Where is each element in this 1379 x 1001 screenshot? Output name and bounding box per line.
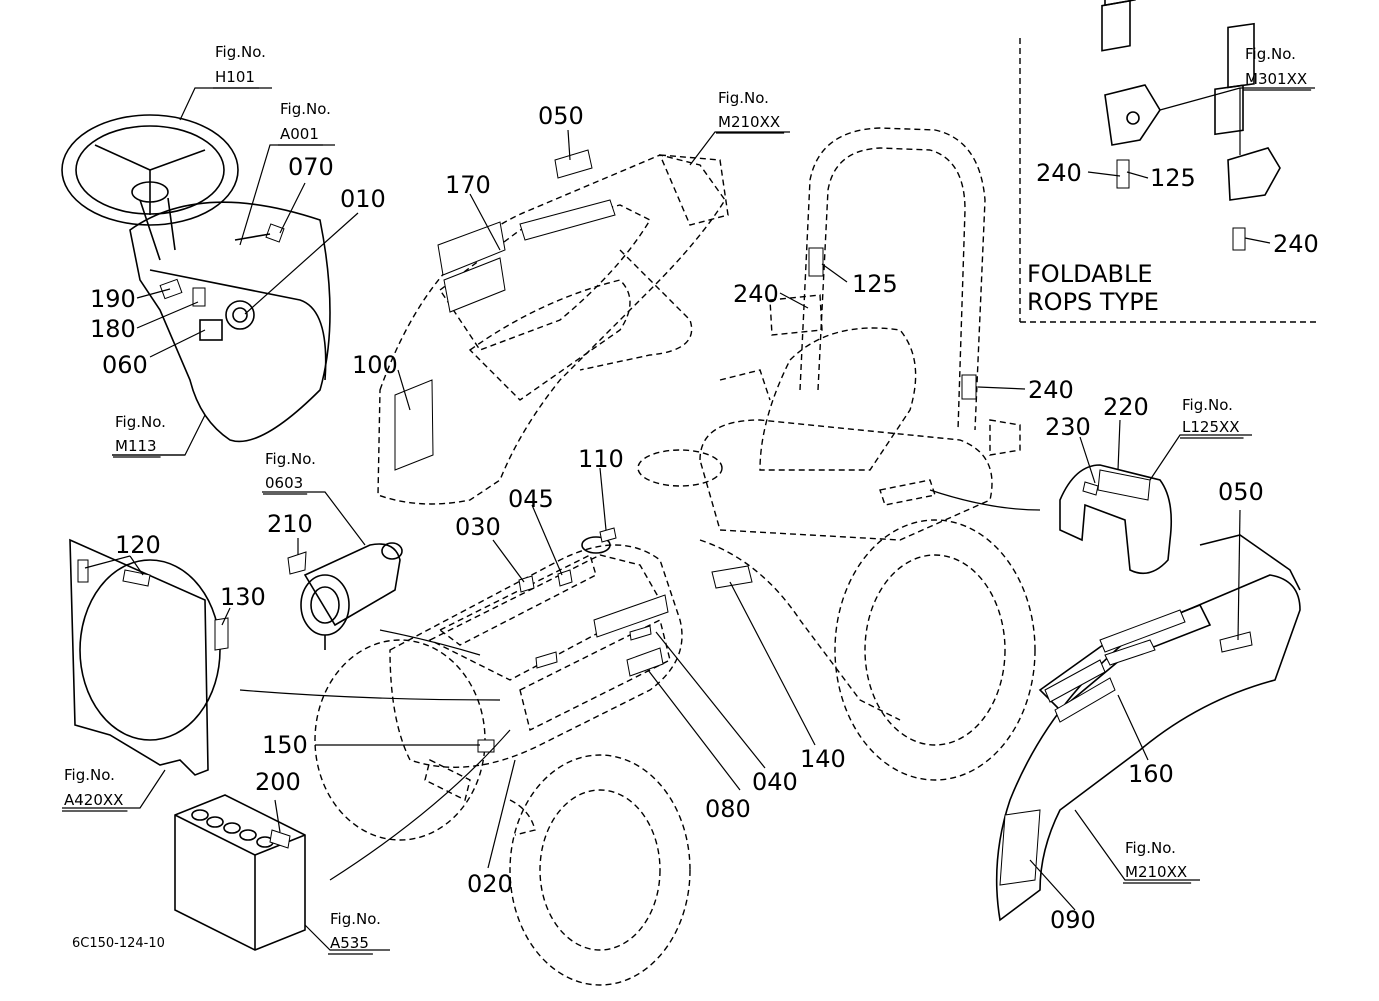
callout-150: 150 [262, 731, 308, 759]
callout-130: 130 [220, 583, 266, 611]
tractor-body-drawing [239, 527, 691, 986]
callout-010: 010 [340, 185, 386, 213]
rops-seat-drawing [637, 127, 1036, 781]
callout-240-rops-right: 240 [1028, 376, 1074, 404]
hood-leaders [397, 129, 790, 411]
inset-leaders [1087, 87, 1315, 244]
air-cleaner-drawing [287, 542, 403, 650]
fig-ref-m210-top: Fig.No. M210XX [716, 89, 785, 134]
fig-ref-0603: Fig.No. 0603 [263, 450, 316, 495]
callout-090: 090 [1050, 906, 1096, 934]
hood-panel-drawing [377, 149, 729, 505]
fig-number: M301XX [1245, 70, 1307, 88]
fig-title: Fig.No. [265, 450, 316, 468]
callout-200: 200 [255, 768, 301, 796]
inset-caption-line1: FOLDABLE [1027, 260, 1153, 288]
fig-number: M113 [115, 437, 157, 455]
callout-125-inset: 125 [1150, 164, 1196, 192]
drawing-code: 6C150-124-10 [72, 936, 165, 951]
callout-240-rops-left: 240 [733, 280, 779, 308]
radiator-leaders [62, 555, 231, 809]
fig-ref-m210-bottom: Fig.No. M210XX [1123, 839, 1192, 884]
fig-number: H101 [215, 68, 255, 86]
callout-040: 040 [752, 768, 798, 796]
fig-number: M210XX [1125, 863, 1187, 881]
callout-125-rops: 125 [852, 270, 898, 298]
air-cleaner-leaders [262, 491, 366, 555]
fender-drawing [995, 534, 1301, 922]
fig-title: Fig.No. [718, 89, 769, 107]
callout-240-inset-right: 240 [1273, 230, 1319, 258]
fig-title: Fig.No. [1125, 839, 1176, 857]
side-door-drawing [1059, 464, 1173, 575]
fig-number: L125XX [1182, 418, 1240, 436]
callout-030: 030 [455, 513, 501, 541]
callout-220: 220 [1103, 393, 1149, 421]
callout-045: 045 [508, 485, 554, 513]
fig-title: Fig.No. [330, 910, 381, 928]
fig-ref-l125: Fig.No. L125XX [1180, 396, 1244, 439]
fig-ref-a001: Fig.No. A001 [278, 100, 331, 146]
fig-ref-a535: Fig.No. A535 [328, 910, 381, 955]
fig-title: Fig.No. [280, 100, 331, 118]
body-leaders [315, 467, 816, 869]
callout-050-hood: 050 [538, 102, 584, 130]
battery-drawing [174, 794, 306, 951]
fig-number: A001 [280, 125, 319, 143]
rops-leaders [779, 263, 1041, 511]
fig-ref-a420: Fig.No. A420XX [62, 766, 128, 812]
fig-title: Fig.No. [115, 413, 166, 431]
callout-170: 170 [445, 171, 491, 199]
callout-050-fender: 050 [1218, 478, 1264, 506]
inset-caption-line2: ROPS TYPE [1027, 288, 1159, 316]
fig-title: Fig.No. [1182, 396, 1233, 414]
fender-leaders [1029, 509, 1241, 911]
fig-number: 0603 [265, 474, 303, 492]
fig-title: Fig.No. [215, 43, 266, 61]
callout-190: 190 [90, 285, 136, 313]
callout-160: 160 [1128, 760, 1174, 788]
callout-230: 230 [1045, 413, 1091, 441]
fig-number: A420XX [64, 791, 123, 809]
fig-ref-h101: Fig.No. H101 [213, 43, 266, 89]
callout-labels: 070 010 190 180 060 050 170 100 110 045 … [90, 102, 1319, 934]
callout-140: 140 [800, 745, 846, 773]
callout-110: 110 [578, 445, 624, 473]
fig-number: A535 [330, 934, 369, 952]
callout-240-inset-left: 240 [1036, 159, 1082, 187]
callout-070: 070 [288, 153, 334, 181]
fig-title: Fig.No. [64, 766, 115, 784]
callout-060: 060 [102, 351, 148, 379]
steering-dash-drawing [61, 114, 331, 443]
side-door-leaders [1079, 419, 1252, 484]
battery-leaders [274, 799, 390, 951]
fig-ref-m301: Fig.No. M301XX [1243, 45, 1312, 91]
foldable-rops-drawing [1101, 0, 1281, 251]
callout-080: 080 [705, 795, 751, 823]
callout-210: 210 [267, 510, 313, 538]
callout-020: 020 [467, 870, 513, 898]
radiator-shroud-drawing [69, 538, 229, 776]
fig-number: M210XX [718, 113, 780, 131]
callout-100: 100 [352, 351, 398, 379]
fig-ref-m113: Fig.No. M113 [113, 413, 166, 458]
inset-frame [1019, 38, 1320, 323]
callout-120: 120 [115, 531, 161, 559]
callout-180: 180 [90, 315, 136, 343]
steering-leaders [112, 87, 359, 456]
fig-title: Fig.No. [1245, 45, 1296, 63]
